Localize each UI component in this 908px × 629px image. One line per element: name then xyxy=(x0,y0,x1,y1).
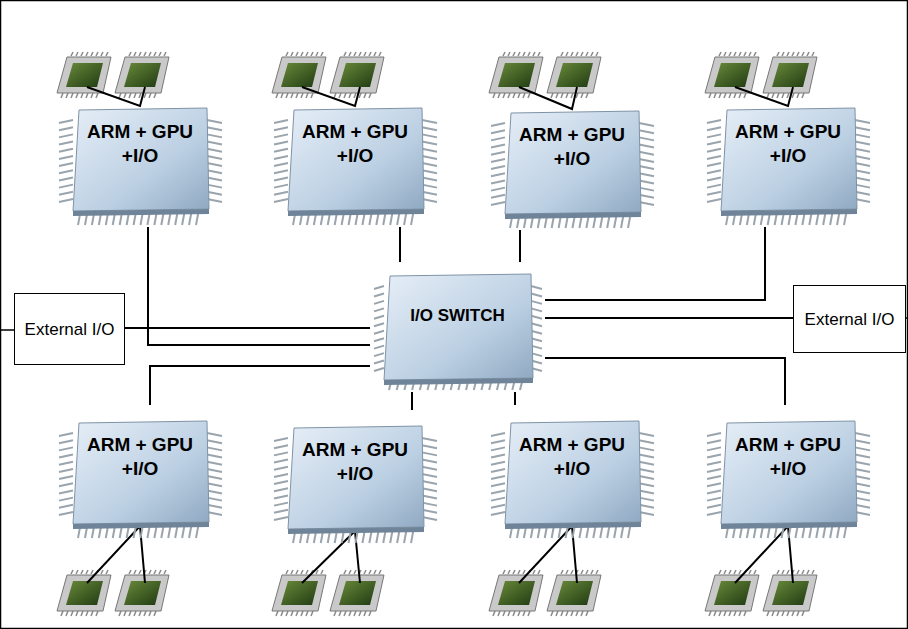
processor-chip: ARM + GPU +I/O xyxy=(487,405,657,540)
external-io-box: External I/O xyxy=(14,293,125,365)
memory-chip xyxy=(489,570,543,616)
memory-wire xyxy=(735,87,793,106)
processor-chip: ARM + GPU +I/O xyxy=(703,92,873,227)
connector xyxy=(545,317,793,319)
memory-chip xyxy=(115,52,169,98)
connector xyxy=(125,327,370,329)
processor-chip: ARM + GPU +I/O xyxy=(55,92,225,227)
memory-wire xyxy=(87,87,145,106)
processor-chip: ARM + GPU +I/O xyxy=(270,92,440,227)
external-io-box: External I/O xyxy=(793,285,906,353)
memory-chip xyxy=(547,570,601,616)
memory-chip xyxy=(57,52,111,98)
memory-chip xyxy=(272,52,326,98)
processor-chip: ARM + GPU +I/O xyxy=(703,405,873,540)
node-label: External I/O xyxy=(15,294,124,352)
memory-chip xyxy=(705,570,759,616)
node-label: ARM + GPU +I/O xyxy=(728,92,848,168)
memory-wire xyxy=(302,87,360,106)
memory-wire xyxy=(87,526,145,583)
memory-chip xyxy=(763,570,817,616)
node-label: ARM + GPU +I/O xyxy=(80,92,200,168)
external-wire xyxy=(906,317,908,319)
memory-chip xyxy=(330,570,384,616)
chip-illustration xyxy=(370,262,545,392)
processor-chip: ARM + GPU +I/O xyxy=(270,410,440,545)
node-label: ARM + GPU +I/O xyxy=(512,95,632,171)
connector xyxy=(519,230,521,262)
connector xyxy=(150,366,370,405)
processor-chip: ARM + GPU +I/O xyxy=(487,95,657,230)
memory-wire xyxy=(302,531,360,583)
memory-chip xyxy=(547,52,601,98)
connector xyxy=(514,392,516,405)
memory-chip xyxy=(763,52,817,98)
connector xyxy=(545,227,765,300)
memory-wire xyxy=(519,526,577,583)
memory-wire xyxy=(735,526,793,583)
memory-chip xyxy=(115,570,169,616)
node-label: ARM + GPU +I/O xyxy=(512,405,632,481)
connector xyxy=(411,392,413,410)
connector xyxy=(399,227,401,262)
memory-chip xyxy=(272,570,326,616)
io-switch: I/O SWITCH xyxy=(370,262,545,392)
processor-chip: ARM + GPU +I/O xyxy=(55,405,225,540)
memory-chip xyxy=(57,570,111,616)
node-label: External I/O xyxy=(794,286,905,342)
node-label: ARM + GPU +I/O xyxy=(80,405,200,481)
memory-wire xyxy=(519,87,577,109)
memory-chip xyxy=(489,52,543,98)
external-wire xyxy=(0,329,14,331)
memory-chip xyxy=(705,52,759,98)
connector xyxy=(545,358,785,405)
node-label: I/O SWITCH xyxy=(370,262,545,326)
node-label: ARM + GPU +I/O xyxy=(295,92,415,168)
memory-chip xyxy=(330,52,384,98)
node-label: ARM + GPU +I/O xyxy=(295,410,415,486)
node-label: ARM + GPU +I/O xyxy=(728,405,848,481)
